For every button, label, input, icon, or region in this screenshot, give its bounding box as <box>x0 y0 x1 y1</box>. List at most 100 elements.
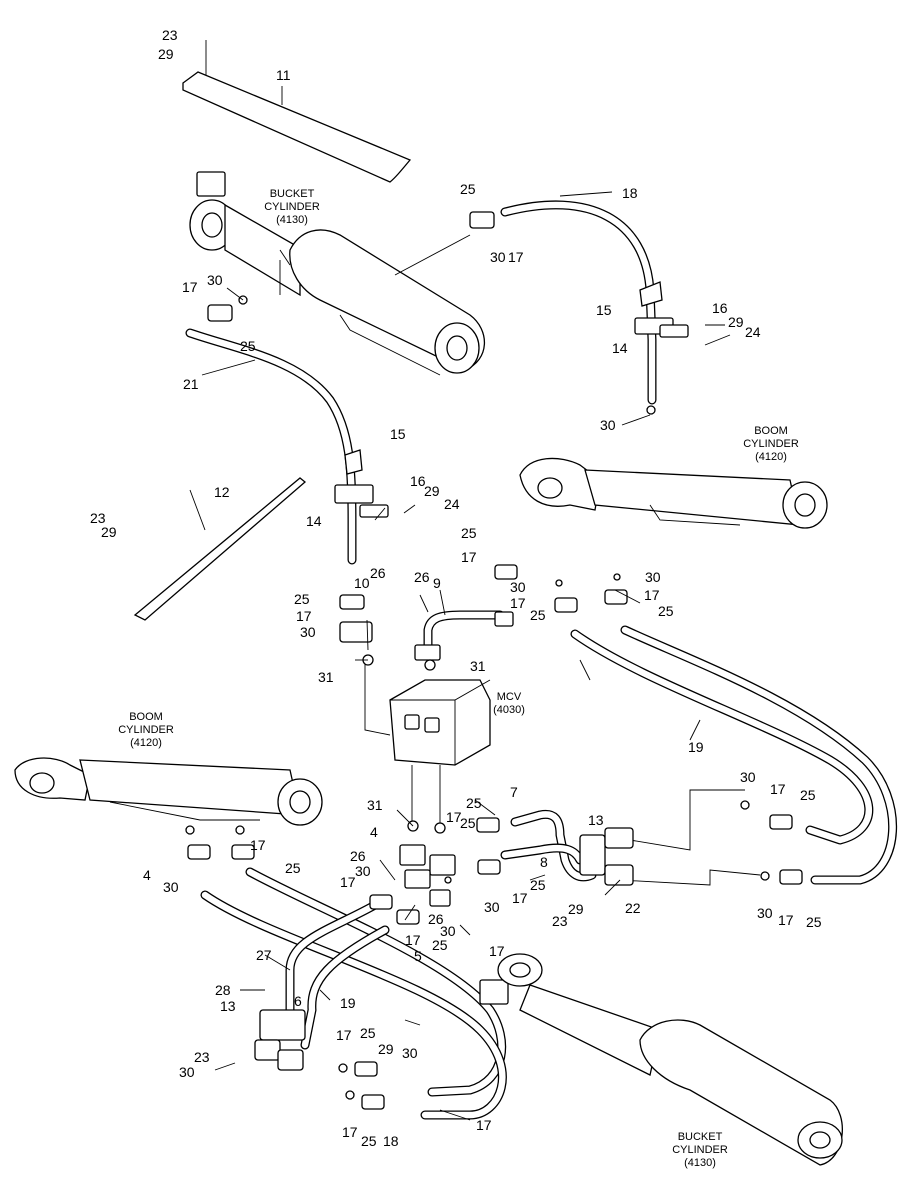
callout: 23 <box>90 510 106 526</box>
callout: 30 <box>207 272 223 288</box>
callout: 31 <box>318 669 334 685</box>
callout: 4 <box>370 824 378 840</box>
callout: 25 <box>240 338 256 354</box>
callout: 30 <box>510 579 526 595</box>
callout: 29 <box>728 314 744 330</box>
callout: 19 <box>340 995 356 1011</box>
callout: 17 <box>340 874 356 890</box>
callout: 25 <box>806 914 822 930</box>
callout: 26 <box>350 848 366 864</box>
svg-text:CYLINDER: CYLINDER <box>264 201 320 213</box>
callout: 22 <box>625 900 641 916</box>
callout: 30 <box>600 417 616 433</box>
callout: 29 <box>568 901 584 917</box>
callout: 25 <box>460 815 476 831</box>
callout: 30 <box>179 1064 195 1080</box>
callout: 8 <box>540 854 548 870</box>
svg-text:(4130): (4130) <box>276 214 308 226</box>
callout: 17 <box>510 595 526 611</box>
callout: 30 <box>740 769 756 785</box>
callout: 23 <box>194 1049 210 1065</box>
callout: 17 <box>182 279 198 295</box>
callout: 17 <box>778 912 794 928</box>
callout: 9 <box>433 575 441 591</box>
callout: 24 <box>444 496 460 512</box>
svg-text:(4120): (4120) <box>130 737 162 749</box>
callout: 17 <box>770 781 786 797</box>
callout: 30 <box>440 923 456 939</box>
callout: 17 <box>446 809 462 825</box>
callout: 13 <box>220 998 236 1014</box>
callout: 23 <box>552 913 568 929</box>
callout: 17 <box>476 1117 492 1133</box>
svg-text:CYLINDER: CYLINDER <box>118 724 174 736</box>
callout: 17 <box>461 549 477 565</box>
callout: 12 <box>214 484 230 500</box>
callout: 30 <box>757 905 773 921</box>
bucket-cylinder-bottom <box>479 953 843 1166</box>
callout: 16 <box>712 300 728 316</box>
callout-numbers: 23 29 11 25 18 30 17 17 30 25 21 15 16 2… <box>90 27 822 1149</box>
caption-bucket-top: BUCKET CYLINDER (4130) <box>264 188 320 226</box>
caption-bucket-bottom: BUCKET CYLINDER (4130) <box>672 1131 728 1169</box>
callout: 17 <box>405 932 421 948</box>
svg-text:(4120): (4120) <box>755 451 787 463</box>
callout: 17 <box>250 837 266 853</box>
bucket-cylinder-top <box>189 171 486 376</box>
callout: 17 <box>336 1027 352 1043</box>
callout: 15 <box>390 426 406 442</box>
svg-text:BUCKET: BUCKET <box>678 1131 723 1143</box>
svg-text:MCV: MCV <box>497 691 522 703</box>
callout: 31 <box>367 797 383 813</box>
svg-text:BOOM: BOOM <box>754 425 788 437</box>
svg-text:BUCKET: BUCKET <box>270 188 315 200</box>
callout: 21 <box>183 376 199 392</box>
callout: 15 <box>596 302 612 318</box>
callout: 17 <box>296 608 312 624</box>
svg-text:BOOM: BOOM <box>129 711 163 723</box>
svg-text:CYLINDER: CYLINDER <box>672 1144 728 1156</box>
callout: 19 <box>688 739 704 755</box>
mcv-valve <box>364 660 491 830</box>
callout: 13 <box>588 812 604 828</box>
callout: 11 <box>276 67 291 83</box>
leader-lines <box>189 86 731 1121</box>
callout: 30 <box>490 249 506 265</box>
callout: 25 <box>800 787 816 803</box>
callout: 24 <box>745 324 761 340</box>
callout: 30 <box>163 879 179 895</box>
callout: 26 <box>370 565 386 581</box>
callout: 29 <box>158 46 174 62</box>
fittings <box>185 211 803 1110</box>
caption-mcv: MCV (4030) <box>493 691 525 716</box>
callout: 25 <box>361 1133 377 1149</box>
callout: 25 <box>461 525 477 541</box>
callout: 29 <box>378 1041 394 1057</box>
callout: 25 <box>530 877 546 893</box>
callout: 25 <box>460 181 476 197</box>
callout: 17 <box>512 890 528 906</box>
callout: 25 <box>432 937 448 953</box>
callout: 30 <box>484 899 500 915</box>
callout: 27 <box>256 947 272 963</box>
callout: 30 <box>355 863 371 879</box>
svg-text:(4030): (4030) <box>493 704 525 716</box>
hoses <box>185 200 898 1120</box>
svg-text:(4130): (4130) <box>684 1157 716 1169</box>
callout: 25 <box>530 607 546 623</box>
callout: 18 <box>383 1133 399 1149</box>
callout: 25 <box>285 860 301 876</box>
callout: 30 <box>645 569 661 585</box>
callout: 29 <box>101 524 117 540</box>
callout: 30 <box>300 624 316 640</box>
callout: 5 <box>414 948 422 964</box>
callout: 26 <box>428 911 444 927</box>
callout: 25 <box>466 795 482 811</box>
callout: 29 <box>424 483 440 499</box>
callout: 16 <box>410 473 426 489</box>
callout: 14 <box>612 340 628 356</box>
cover-12 <box>133 477 307 621</box>
callout: 18 <box>622 185 638 201</box>
